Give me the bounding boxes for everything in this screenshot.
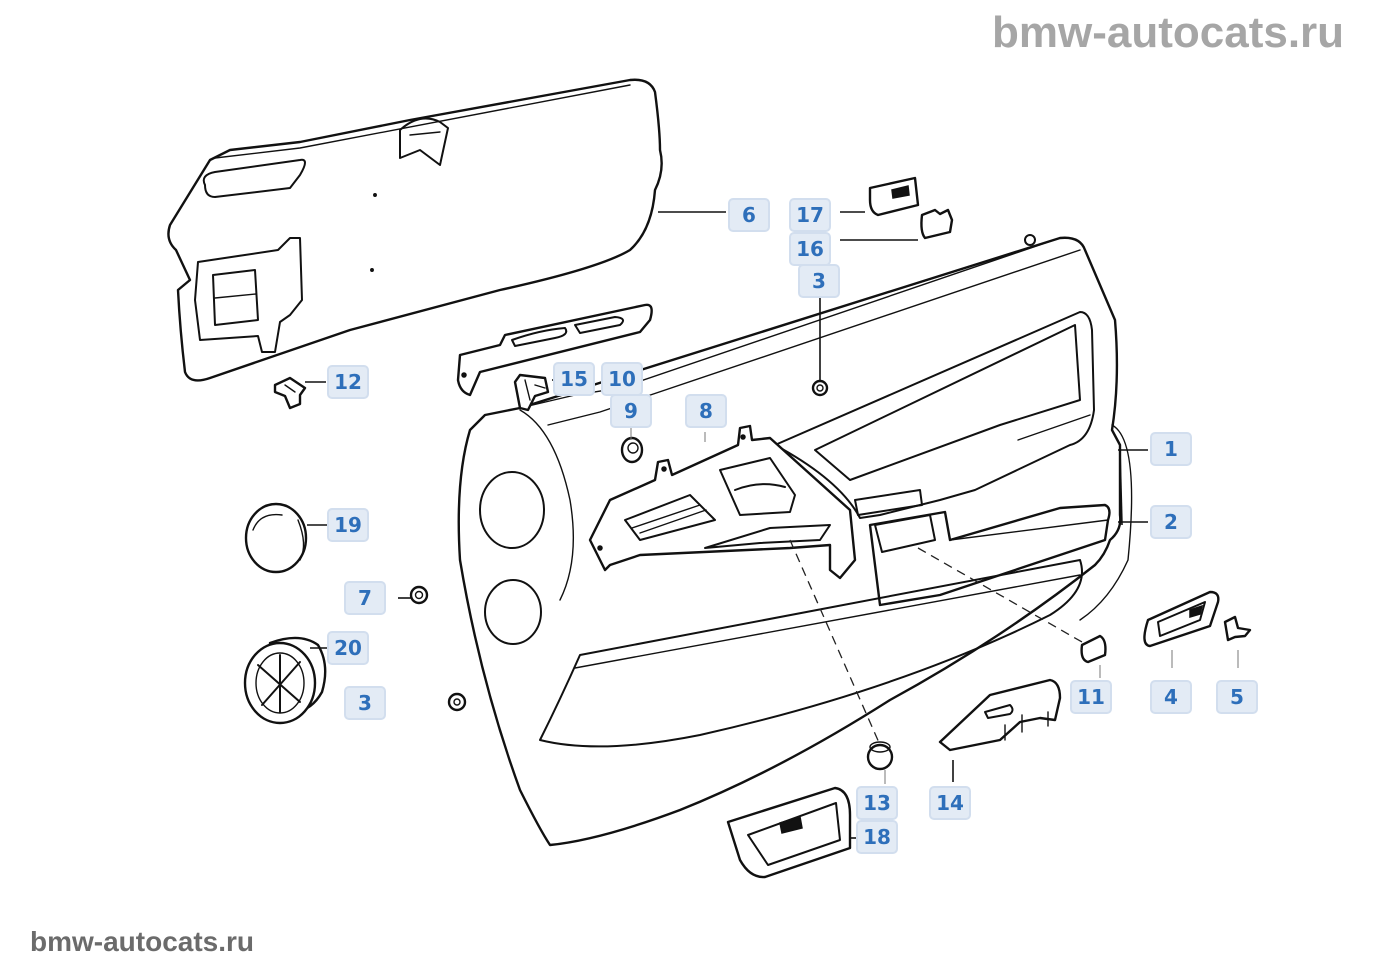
- part-3-clip-lower: [447, 692, 467, 712]
- callout-11[interactable]: 11: [1070, 680, 1112, 714]
- leader-lines: [305, 211, 1239, 839]
- part-6-barrier-sheet: [167, 78, 663, 382]
- part-16-guide: [920, 208, 954, 240]
- part-18-courtesy-light: [726, 786, 852, 879]
- callout-12[interactable]: 12: [327, 365, 369, 399]
- callout-3-upper[interactable]: 3: [798, 264, 840, 298]
- part-13-plug: [866, 741, 894, 771]
- callout-17[interactable]: 17: [789, 198, 831, 232]
- part-10-trim-strip: [456, 303, 653, 397]
- callout-3-lower[interactable]: 3: [344, 686, 386, 720]
- callout-13[interactable]: 13: [856, 786, 898, 820]
- callout-8[interactable]: 8: [685, 394, 727, 428]
- part-4-switch-frame: [1143, 590, 1220, 648]
- callout-14[interactable]: 14: [929, 786, 971, 820]
- callout-10[interactable]: 10: [601, 362, 643, 396]
- part-7-nut: [409, 585, 429, 605]
- part-17-cover: [868, 176, 920, 217]
- part-14-handle-cover: [938, 678, 1062, 752]
- callout-1[interactable]: 1: [1150, 432, 1192, 466]
- part-15-clip: [513, 373, 550, 412]
- callout-19[interactable]: 19: [327, 508, 369, 542]
- callout-15[interactable]: 15: [553, 362, 595, 396]
- callout-9[interactable]: 9: [610, 394, 652, 428]
- part-19-speaker-cover: [244, 502, 308, 574]
- callout-5[interactable]: 5: [1216, 680, 1258, 714]
- part-20-speaker-grille: [243, 636, 327, 725]
- part-9-grommet: [620, 436, 644, 464]
- part-5-small-clip: [1223, 615, 1252, 642]
- callout-4[interactable]: 4: [1150, 680, 1192, 714]
- watermark-top: bmw-autocats.ru: [992, 8, 1345, 57]
- part-3-clip-upper: [811, 379, 829, 397]
- callout-2[interactable]: 2: [1150, 505, 1192, 539]
- part-8-armrest-bracket: [588, 424, 857, 580]
- callout-7[interactable]: 7: [344, 581, 386, 615]
- callout-6[interactable]: 6: [728, 198, 770, 232]
- watermark-bottom: bmw-autocats.ru: [30, 926, 255, 957]
- callout-18[interactable]: 18: [856, 820, 898, 854]
- callout-16[interactable]: 16: [789, 232, 831, 266]
- part-11-cover-cap: [1080, 634, 1107, 664]
- part-12-rivet: [273, 376, 307, 410]
- callout-20[interactable]: 20: [327, 631, 369, 665]
